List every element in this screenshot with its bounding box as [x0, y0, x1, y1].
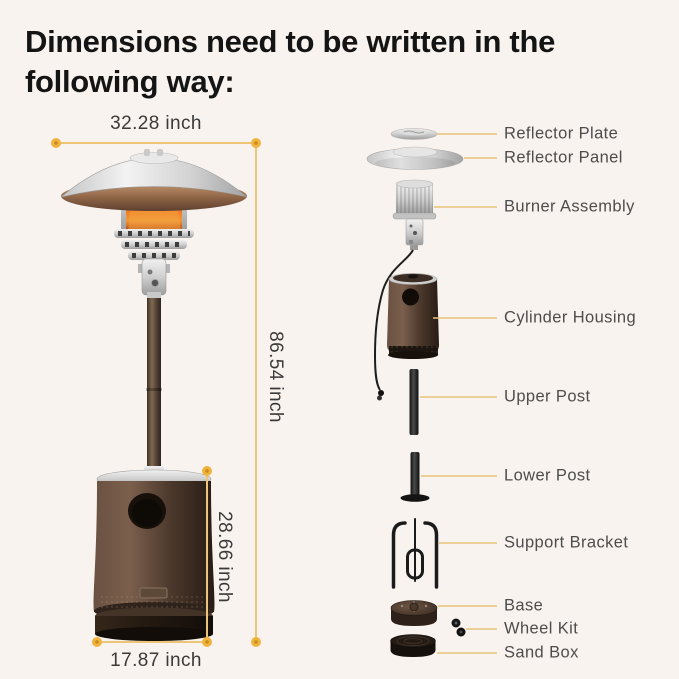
label-wheel-kit: Wheel Kit: [504, 619, 579, 638]
label-base: Base: [504, 596, 544, 615]
patio-heater-figure: [51, 138, 261, 647]
label-reflector-panel: Reflector Panel: [504, 148, 623, 167]
heater-reflector: [60, 149, 248, 211]
dimension-dots: [51, 138, 261, 647]
label-upper-post: Upper Post: [504, 387, 591, 406]
burner-wire: [373, 249, 414, 391]
reflector-plate-figure: [390, 128, 438, 140]
exploded-parts-figure: [366, 128, 497, 657]
wheel-kit-figure: [451, 618, 466, 637]
dimension-top-width: 32.28 inch: [110, 113, 202, 134]
page-title: Dimensions need to be written in the fol…: [25, 24, 556, 100]
dimension-base-width: 17.87 inch: [110, 650, 202, 671]
burner-assembly-figure: [373, 179, 437, 401]
reflector-panel-figure: [366, 146, 464, 170]
dimension-base-height: 28.66 inch: [214, 511, 235, 603]
base-figure: [390, 600, 438, 626]
label-support-bracket: Support Bracket: [504, 533, 629, 552]
upper-post-figure: [409, 369, 419, 435]
dimension-total-height: 86.54 inch: [265, 331, 286, 423]
leader-lines: [420, 133, 497, 654]
label-burner-assembly: Burner Assembly: [504, 197, 635, 216]
heater-valve-assembly: [138, 258, 170, 298]
label-reflector-plate: Reflector Plate: [504, 124, 619, 143]
dimension-lines: [56, 142, 257, 643]
label-lower-post: Lower Post: [504, 466, 591, 485]
label-cylinder-housing: Cylinder Housing: [504, 308, 637, 327]
heater-base: [93, 469, 215, 641]
support-bracket-figure: [391, 518, 439, 589]
heater-burner-rings: [114, 229, 194, 260]
lower-post-figure: [400, 452, 430, 502]
heater-pole: [144, 296, 164, 480]
cylinder-housing-figure: [387, 273, 439, 359]
sand-box-figure: [390, 634, 436, 657]
label-sand-box: Sand Box: [504, 643, 579, 662]
